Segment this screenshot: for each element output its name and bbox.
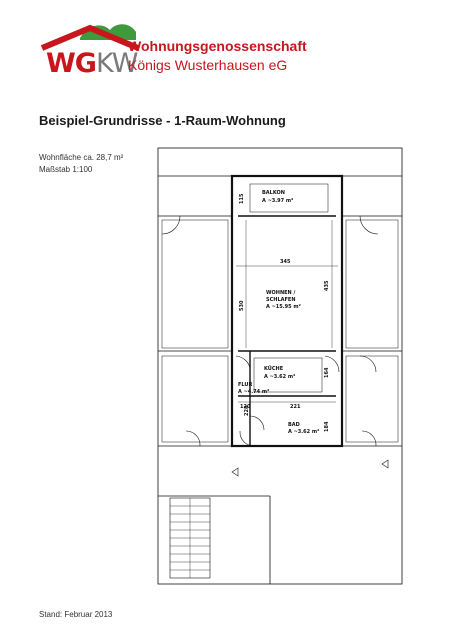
dim-wohnen-outer: 435 [324, 280, 330, 291]
dim-width-main: 345 [280, 259, 291, 265]
footer-date: Stand: Februar 2013 [39, 610, 113, 619]
dim-wohnen-depth: 530 [239, 300, 245, 311]
living-area: Wohnfläche ca. 28,7 m² [39, 153, 124, 162]
company-logo: WGKW [40, 18, 290, 82]
dim-balkon-depth: 115 [239, 193, 245, 204]
page-title: Beispiel-Grundrisse - 1-Raum-Wohnung [39, 113, 286, 128]
floorplan-drawing: BALKON A ~3.97 m² WOHNEN / SCHLAFEN A ~1… [157, 147, 403, 585]
label-balkon: BALKON [262, 190, 285, 196]
label-flur: FLUR [238, 382, 252, 388]
scale: Maßstab 1:100 [39, 165, 93, 174]
apartment-outline [230, 174, 344, 448]
label-bad: BAD [288, 422, 300, 428]
label-kueche: KÜCHE [264, 365, 284, 372]
plan-frame [157, 147, 403, 585]
area-balkon: A ~3.97 m² [262, 198, 293, 204]
area-kueche: A ~3.62 m² [264, 374, 295, 380]
label-wohnen-2: SCHLAFEN [266, 297, 296, 303]
logo-letters-grey: KW [95, 48, 138, 79]
logo-letters-red: WG [46, 48, 97, 79]
dim-bad-width: 221 [290, 404, 301, 410]
dim-flur-depth: 228 [244, 405, 250, 416]
logo-letters: WGKW [46, 48, 138, 79]
area-bad: A ~3.62 m² [288, 429, 319, 435]
dim-kueche-depth: 164 [324, 367, 330, 378]
dim-bad-depth: 184 [324, 421, 330, 432]
area-wohnen: A ~15.95 m² [266, 304, 301, 310]
logo-roof-graphic [40, 24, 140, 51]
label-wohnen-1: WOHNEN / [266, 290, 295, 296]
org-name-line1: Wohnungsgenossenschaft [128, 38, 307, 54]
plan-meta: Wohnfläche ca. 28,7 m² Maßstab 1:100 [39, 152, 123, 176]
area-flur: A ~4.74 m² [238, 389, 269, 395]
org-name-line2: Königs Wusterhausen eG [128, 57, 288, 73]
floorplan: BALKON A ~3.97 m² WOHNEN / SCHLAFEN A ~1… [150, 146, 410, 586]
dim-flur-width: 120 [240, 404, 251, 410]
